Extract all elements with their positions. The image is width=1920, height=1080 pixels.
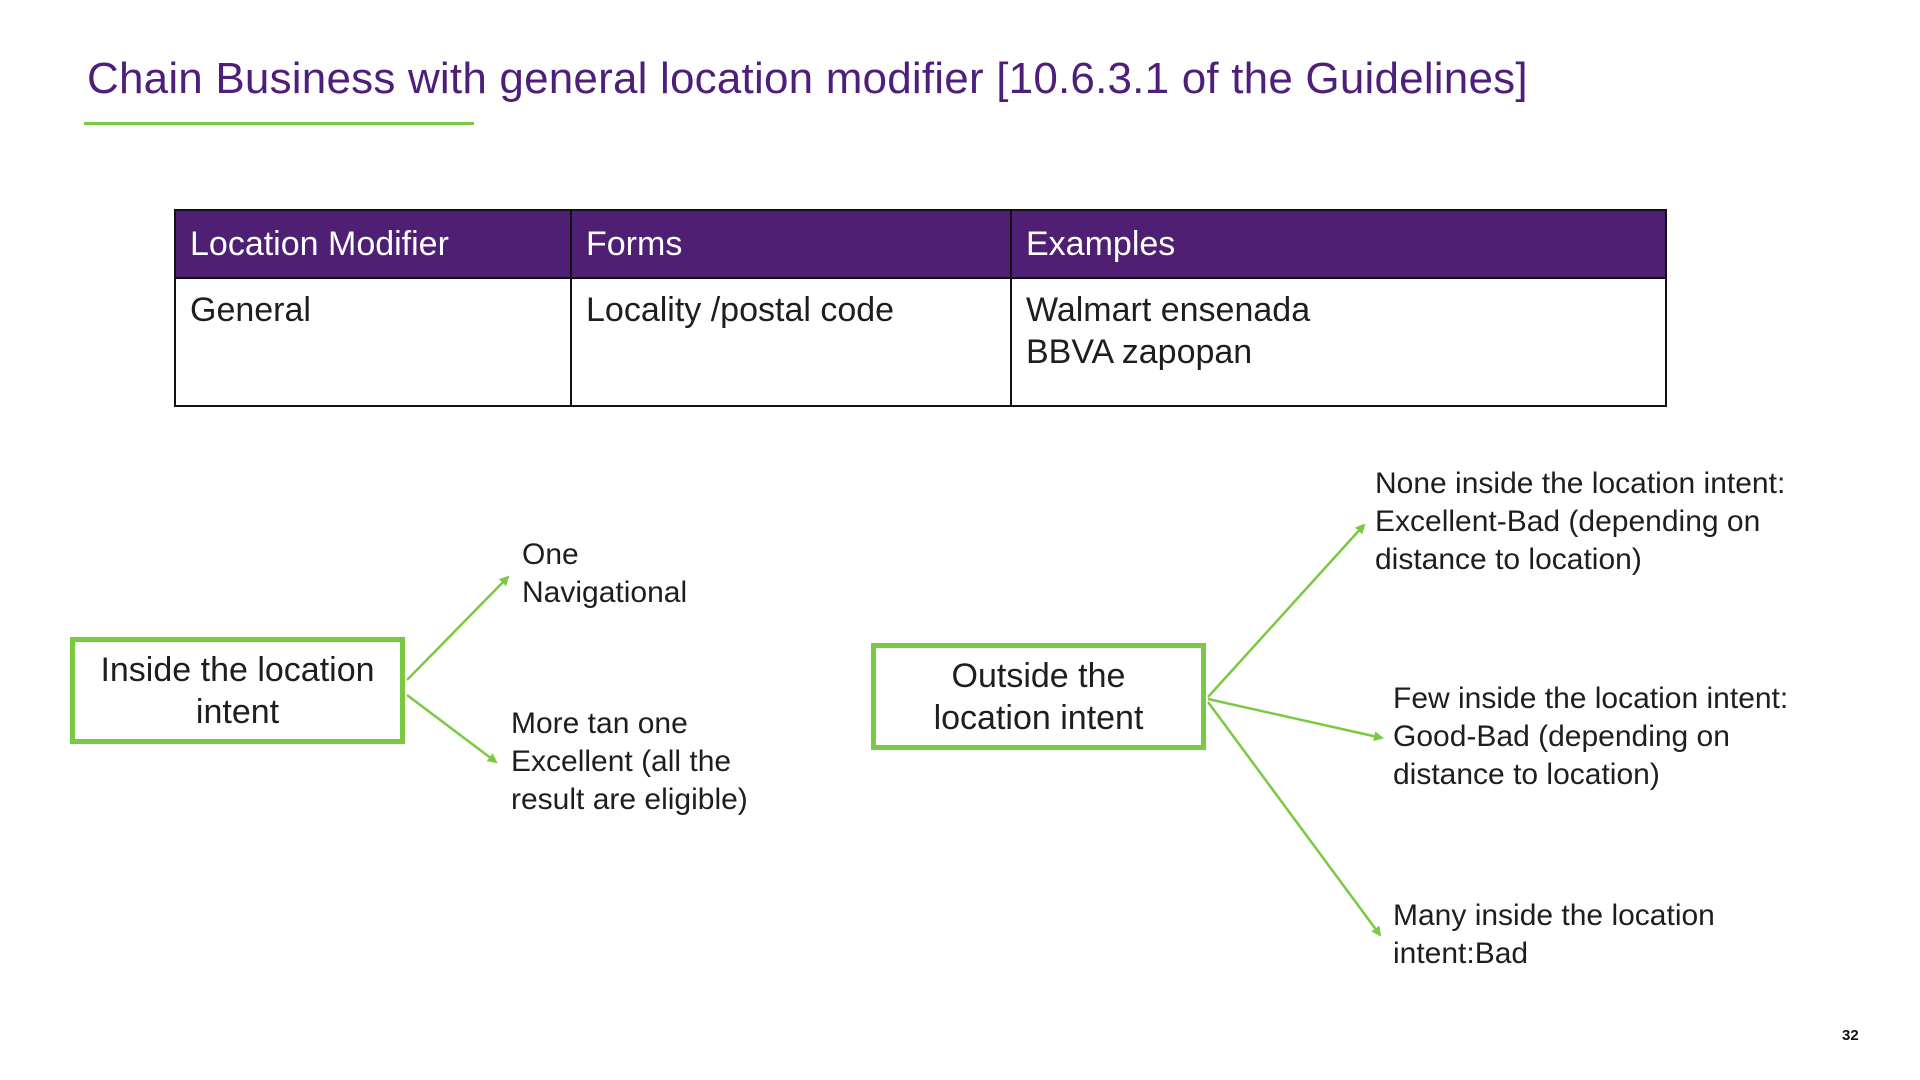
table-header-examples: Examples	[1010, 209, 1667, 279]
box-text-line: intent	[195, 692, 280, 731]
table-header-row: Location Modifier Forms Examples	[174, 209, 1667, 279]
example-item: Walmart ensenada	[1026, 291, 1311, 329]
box-text-line: location intent	[933, 698, 1144, 737]
slide-title: Chain Business with general location mod…	[87, 54, 1528, 103]
arrow-outside-to-none	[1207, 523, 1366, 698]
arrow-inside-to-one	[406, 575, 510, 681]
location-modifier-table: Location Modifier Forms Examples General…	[174, 209, 1667, 407]
cell-modifier: General	[174, 277, 572, 407]
label-one-navigational: One Navigational	[522, 538, 688, 609]
box-text-line: Inside the location	[100, 650, 375, 689]
label-few-inside: Few inside the location intent: Good-Bad…	[1393, 682, 1789, 791]
label-many-inside: Many inside the location intent:Bad	[1393, 899, 1715, 970]
example-item: BBVA zapopan	[1026, 333, 1253, 371]
box-text-line: Outside the	[951, 656, 1126, 695]
table-row: General Locality /postal code Walmart en…	[174, 277, 1667, 407]
arrow-outside-to-many	[1206, 701, 1382, 937]
arrow-inside-to-more	[406, 694, 498, 764]
title-underline	[84, 122, 474, 125]
outside-location-intent-box: Outside the location intent	[871, 643, 1206, 750]
page-number: 32	[1842, 1027, 1859, 1044]
arrow-outside-to-few	[1207, 697, 1384, 742]
label-more-than-one: More tan one Excellent (all the result a…	[511, 707, 748, 816]
cell-examples: Walmart ensenada BBVA zapopan	[1010, 277, 1667, 407]
cell-forms: Locality /postal code	[570, 277, 1012, 407]
table-header-location-modifier: Location Modifier	[174, 209, 572, 279]
inside-location-intent-box: Inside the location intent	[70, 637, 405, 744]
table-header-forms: Forms	[570, 209, 1012, 279]
label-none-inside: None inside the location intent: Excelle…	[1375, 467, 1786, 576]
